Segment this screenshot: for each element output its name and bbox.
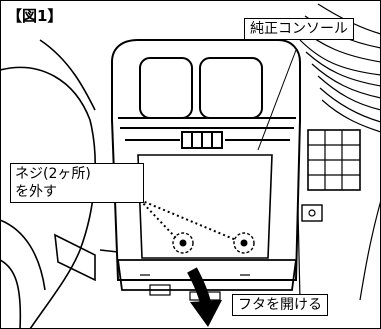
console-label: 純正コンソール xyxy=(244,18,354,40)
screws-label-line2: を外す xyxy=(15,184,57,200)
figure-title: 【図1】 xyxy=(7,7,63,25)
screw-left xyxy=(172,232,194,254)
screws-label-line1: ネジ(2ヶ所) xyxy=(15,166,91,182)
screw-leader-lines xyxy=(139,199,237,241)
screw-right xyxy=(233,232,255,254)
screws-callout: ネジ(2ヶ所) を外す xyxy=(10,163,144,203)
console-leader-line xyxy=(257,49,297,151)
open-lid-label: フタを開ける xyxy=(232,294,328,316)
console-body xyxy=(111,39,301,301)
open-arrow xyxy=(187,267,222,327)
